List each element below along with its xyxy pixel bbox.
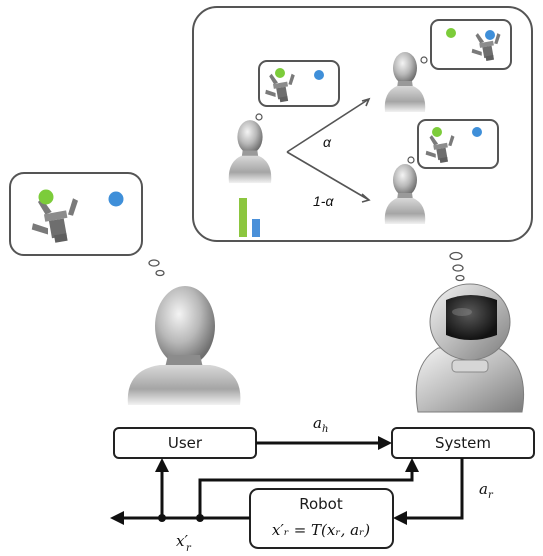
blue-object-icon: [314, 70, 324, 80]
system-robot-avatar: [415, 283, 525, 413]
robot-box-label: Robot: [299, 495, 343, 513]
green-object-icon: [446, 28, 456, 38]
system-thought-bubbles: [449, 251, 465, 282]
robot-action-label: a r: [479, 480, 494, 501]
belief-thought-bubbles-center: [255, 113, 263, 121]
svg-text:r: r: [488, 490, 494, 501]
belief-probability-bars: [239, 198, 260, 237]
belief-thought-bubbles-lower: [407, 156, 415, 164]
blue-object-icon: [108, 191, 124, 207]
belief-thought-cloud-upper: [430, 19, 512, 70]
green-object-icon: [38, 189, 54, 205]
svg-text:h: h: [322, 424, 328, 435]
belief-thought-bubbles-upper: [420, 56, 428, 64]
svg-text:x′: x′: [176, 532, 188, 550]
bar-blue: [252, 219, 260, 237]
blue-object-icon: [485, 30, 495, 40]
green-object-icon: [432, 127, 442, 137]
junction-dots: [158, 514, 204, 522]
user-box: User: [113, 427, 257, 459]
one-minus-alpha-label: 1-α: [313, 193, 334, 209]
svg-text:a: a: [479, 480, 488, 498]
user-thought-bubbles: [148, 259, 165, 277]
robot-box: Robot x′ᵣ = T(xᵣ, aᵣ): [249, 488, 394, 549]
system-box-label: System: [435, 434, 491, 452]
arrowheads: [110, 436, 419, 525]
svg-text:r: r: [186, 543, 192, 554]
user-thought-cloud: [9, 172, 143, 256]
green-object-icon: [275, 68, 285, 78]
belief-thought-cloud-lower: [417, 119, 499, 169]
state-label: x′ r: [176, 532, 192, 554]
human-action-label: a h: [313, 414, 328, 435]
signal-arrows: [124, 441, 464, 520]
bar-green: [239, 198, 247, 237]
system-box: System: [391, 427, 535, 459]
user-avatar: [127, 286, 241, 405]
robot-transition-equation: x′ᵣ = T(xᵣ, aᵣ): [272, 521, 370, 539]
user-box-label: User: [168, 434, 203, 452]
blue-object-icon: [472, 127, 482, 137]
belief-thought-cloud-center: [258, 60, 340, 107]
svg-text:a: a: [313, 414, 322, 432]
alpha-label: α: [323, 134, 332, 150]
belief-branch-arrows: [286, 97, 371, 203]
